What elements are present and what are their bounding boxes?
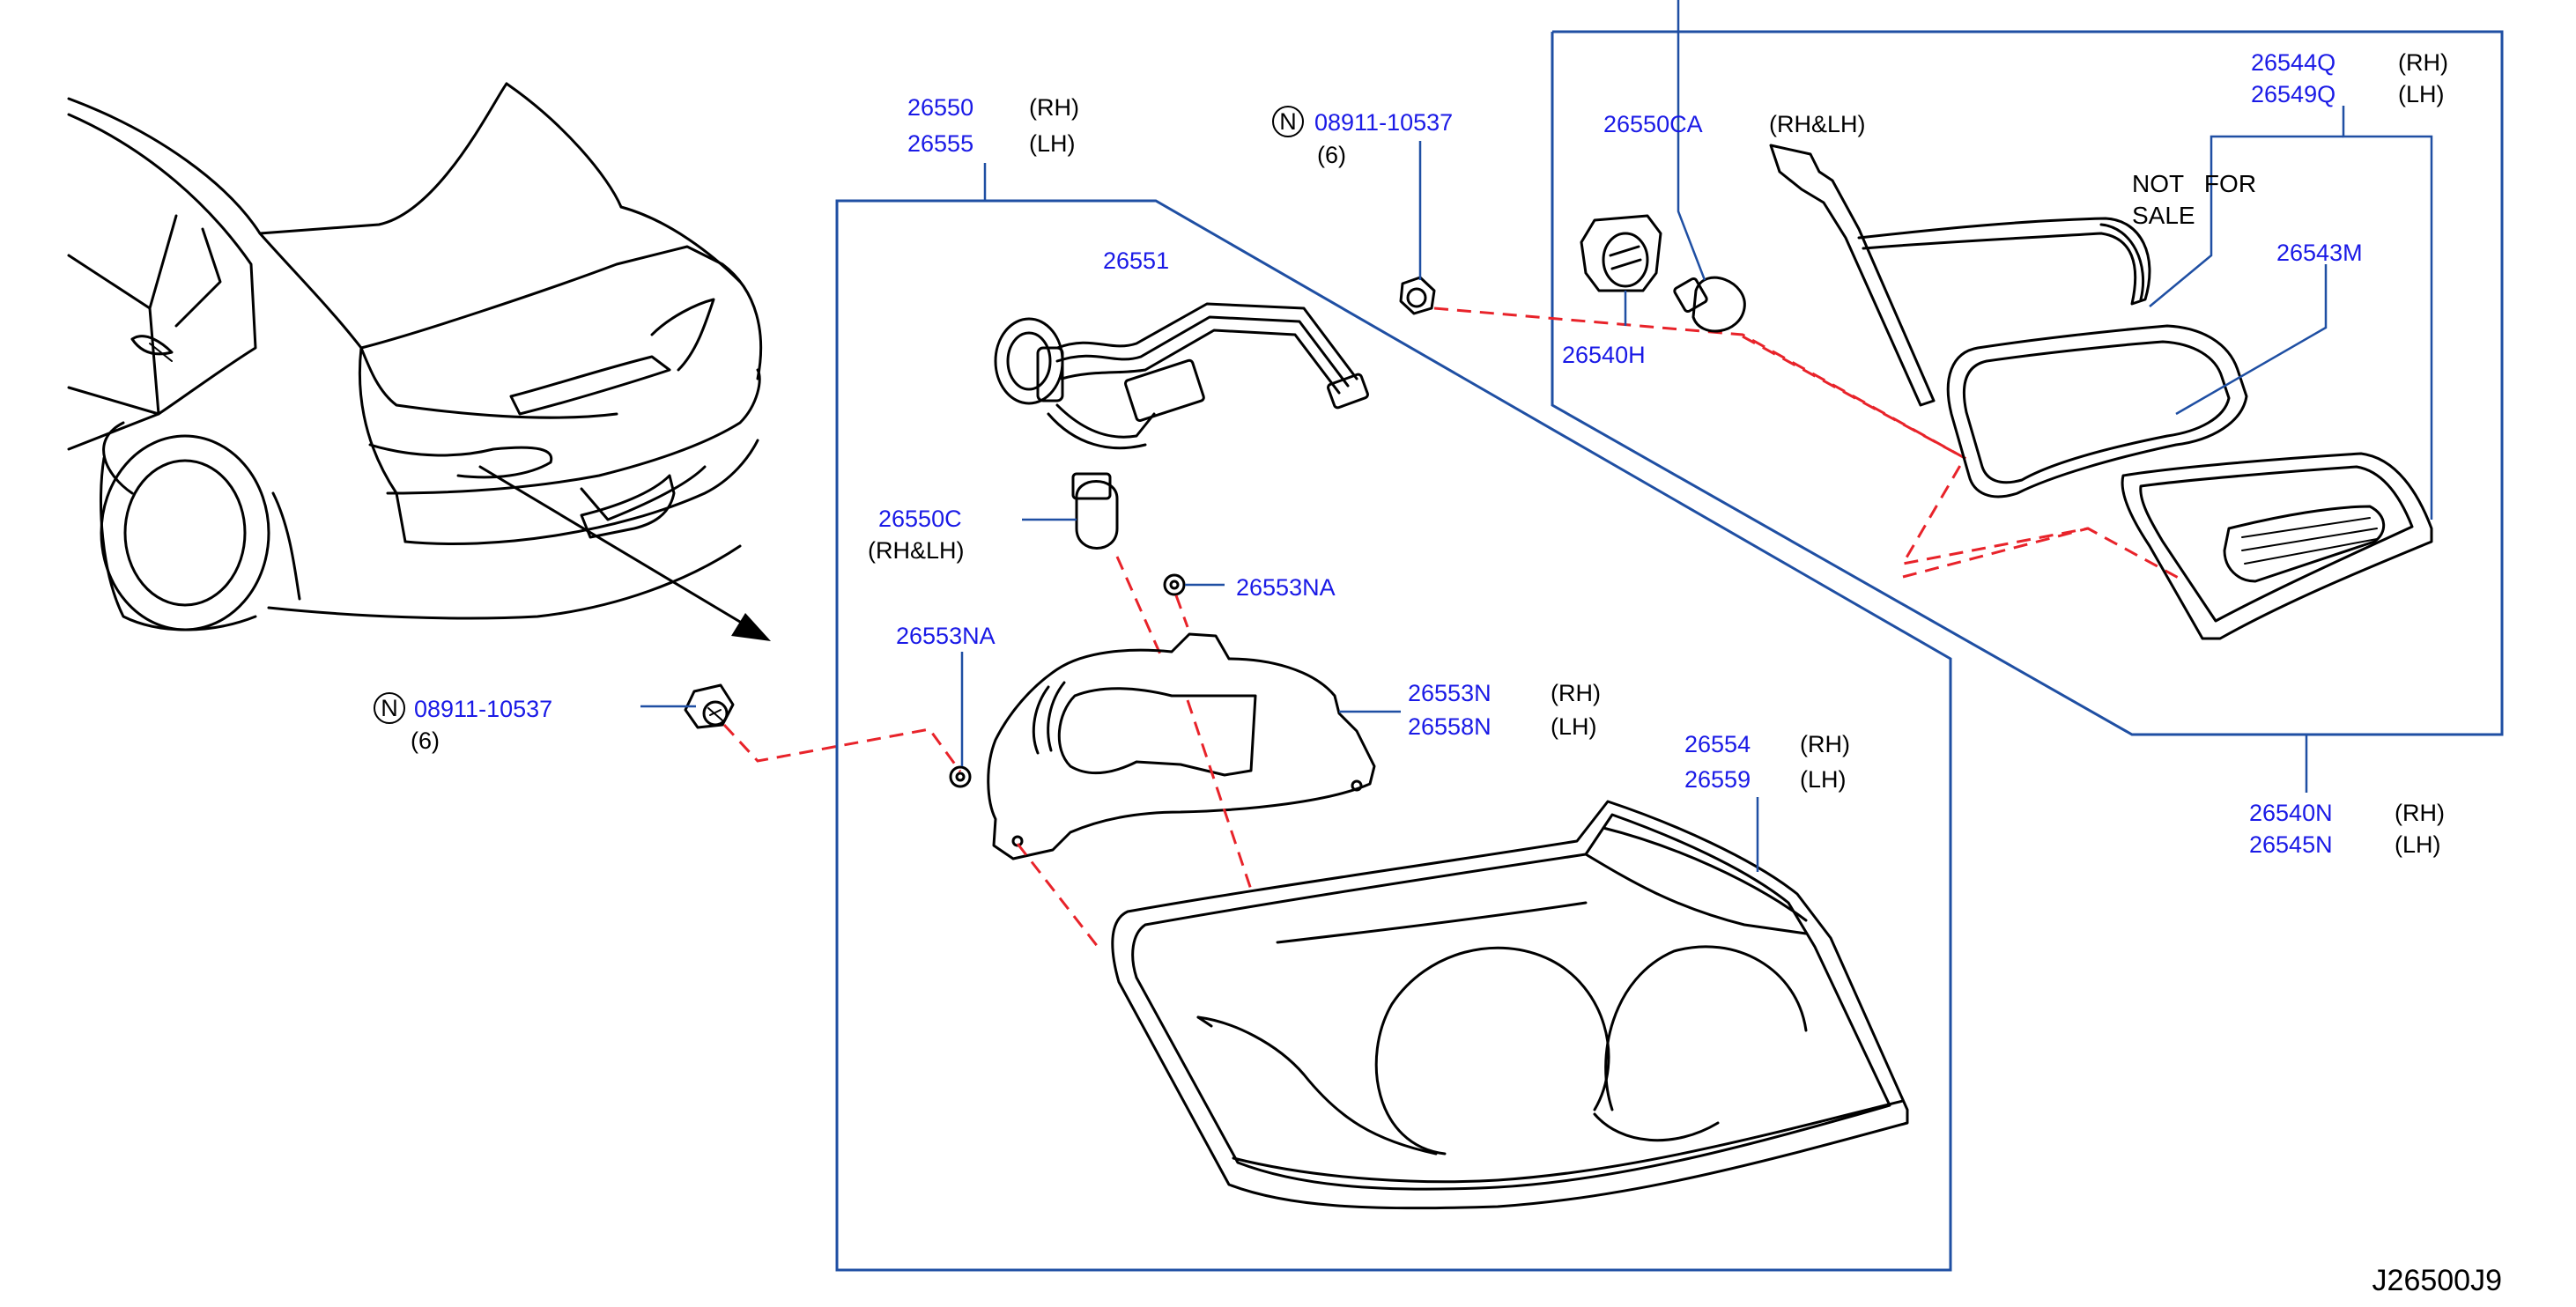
not-for-sale-line1: NOT FOR — [2132, 170, 2256, 197]
inner-lamp-group-box — [1551, 30, 2504, 736]
harness-pn[interactable]: 26551 — [1103, 247, 1169, 274]
lens-side-rh: (RH) — [1800, 731, 1850, 757]
gasket-side-lh: (LH) — [1551, 713, 1597, 740]
finisher-pn-lh[interactable]: 26549Q — [2251, 81, 2335, 107]
gasket-pn-lh[interactable]: 26558N — [1408, 713, 1492, 740]
diagram-code: J26500J9 — [2372, 1264, 2502, 1297]
lens-side-lh: (LH) — [1800, 766, 1847, 793]
finisher-shape — [1769, 144, 2151, 407]
seal-a-shape — [949, 765, 972, 788]
nut-left-symbol-letter: N — [381, 695, 398, 721]
nut-top-pn[interactable]: 08911-10537 — [1314, 109, 1453, 136]
inner-lamp-shape — [2121, 452, 2433, 640]
leader-finisher — [2342, 106, 2433, 520]
main-lamp-group-box — [835, 199, 1952, 1272]
dash-bulb-inner — [1742, 335, 1965, 460]
gasket-side-rh: (RH) — [1551, 680, 1601, 706]
harness-shape — [994, 302, 1369, 450]
bulb-inner-side: (RH&LH) — [1769, 111, 1866, 137]
inner-gasket-shape — [1946, 324, 2248, 498]
lamp-assy-side-lh: (LH) — [1029, 130, 1076, 157]
finisher-side-lh: (LH) — [2398, 81, 2445, 107]
nut-top-qty: (6) — [1317, 142, 1346, 168]
lens-pn-lh[interactable]: 26559 — [1684, 766, 1751, 793]
lens-shape — [1111, 800, 1909, 1210]
dash-gasket-lens — [1186, 699, 1253, 890]
not-for-sale-line2: SALE — [2132, 202, 2195, 229]
nut-top-symbol-letter: N — [1279, 108, 1297, 135]
bulb-inner-pn[interactable]: 26550CA — [1603, 111, 1703, 137]
lamp-assy-pn-lh[interactable]: 26555 — [907, 130, 973, 157]
finisher-side-rh: (RH) — [2398, 49, 2448, 76]
dash-gasket-bottom — [1016, 843, 1103, 952]
gasket-shape — [987, 632, 1376, 860]
bulb-inner-shape — [1673, 276, 1746, 333]
socket-inner-pn[interactable]: 26540H — [1562, 342, 1646, 368]
inner-lamp-side-rh: (RH) — [2395, 800, 2445, 826]
inner-lamp-side-lh: (LH) — [2395, 831, 2441, 858]
leader-inner-gasket — [2175, 264, 2328, 416]
nut-left-shape — [684, 683, 735, 729]
bulb-main-side: (RH&LH) — [868, 537, 965, 564]
arrow-head — [731, 613, 771, 641]
lens-pn-rh[interactable]: 26554 — [1684, 731, 1751, 757]
lamp-assy-pn-rh[interactable]: 26550 — [907, 94, 973, 121]
lamp-assy-side-rh: (RH) — [1029, 94, 1079, 121]
nut-left-symbol: N — [374, 692, 405, 724]
seal-b-shape — [1163, 573, 1186, 596]
seal-a-pn[interactable]: 26553NA — [896, 623, 996, 649]
car-rear-illustration — [67, 82, 771, 641]
leader-finisher-note — [2149, 135, 2343, 307]
gasket-pn-rh[interactable]: 26553N — [1408, 680, 1492, 706]
finisher-pn-rh[interactable]: 26544Q — [2251, 49, 2335, 76]
nut-left-pn[interactable]: 08911-10537 — [414, 696, 552, 722]
bulb-main-pn[interactable]: 26550C — [878, 506, 962, 532]
inner-lamp-pn-rh[interactable]: 26540N — [2249, 800, 2333, 826]
dash-nut-top — [1433, 306, 2186, 583]
inner-gasket-pn[interactable]: 26543M — [2276, 240, 2363, 266]
seal-b-pn[interactable]: 26553NA — [1236, 574, 1336, 601]
bulb-main-shape — [1071, 472, 1119, 550]
dash-bulb-main — [1115, 556, 1163, 657]
nut-left-qty: (6) — [411, 727, 440, 754]
leader-bulb-inner-2 — [1677, 141, 1706, 281]
nut-top-shape — [1399, 276, 1436, 315]
dash-inner-lamp — [1902, 527, 2089, 579]
socket-inner-shape — [1580, 214, 1662, 292]
dash-seal-b — [1174, 594, 1189, 628]
dash-nut-left — [722, 723, 962, 772]
inner-lamp-pn-lh[interactable]: 26545N — [2249, 831, 2333, 858]
nut-top-symbol: N — [1272, 106, 1304, 137]
